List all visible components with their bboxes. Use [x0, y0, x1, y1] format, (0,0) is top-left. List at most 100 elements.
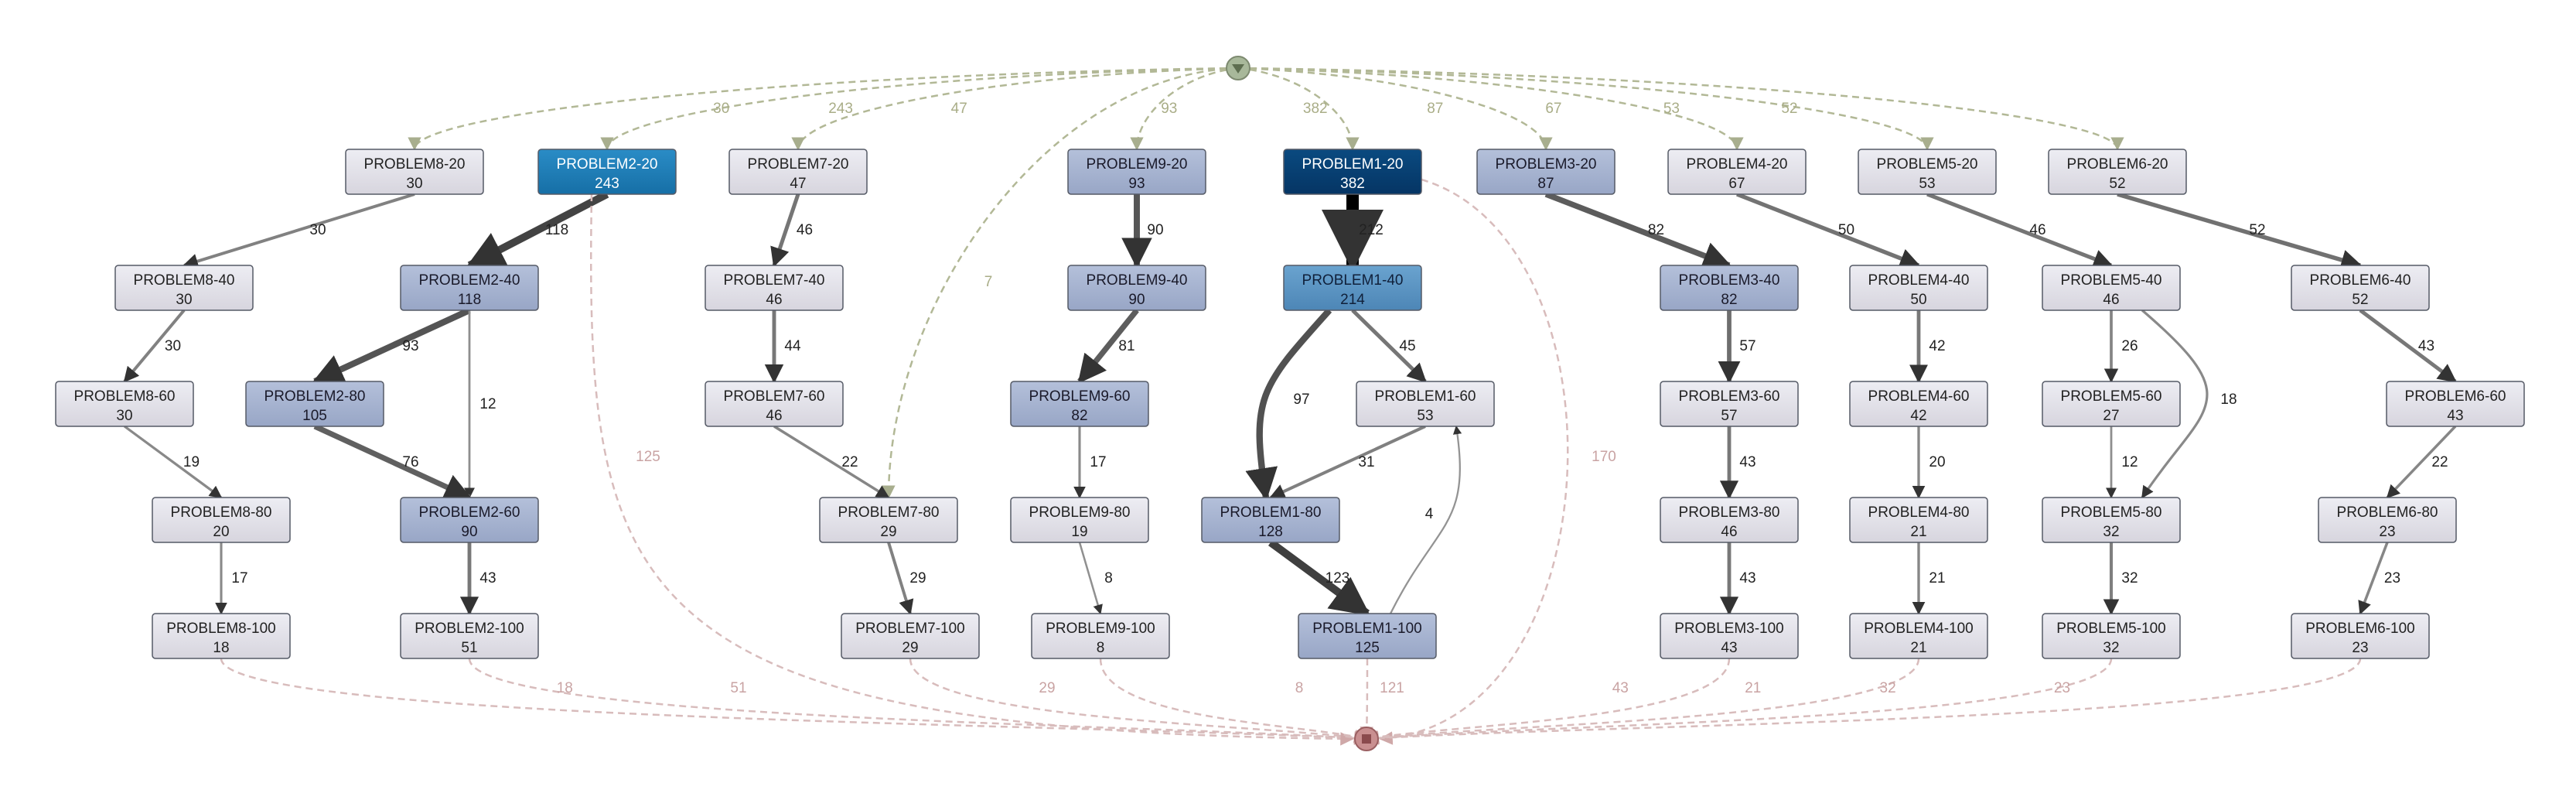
activity-count: 43	[2447, 408, 2463, 424]
edge-label: 29	[1039, 680, 1055, 696]
edge-label: 46	[797, 222, 813, 238]
edge-label: 20	[1929, 454, 1945, 470]
activity-count: 46	[1721, 524, 1737, 540]
edge-p2-100-to-end	[468, 658, 1368, 745]
activity-node-p8-100[interactable]: PROBLEM8-100 18	[152, 613, 291, 659]
activity-name: PROBLEM6-40	[2310, 272, 2411, 289]
activity-node-box	[1010, 381, 1149, 427]
activity-count: 87	[1537, 176, 1554, 192]
activity-count: 20	[213, 524, 229, 540]
edge-label: 43	[2418, 338, 2434, 354]
activity-name: PROBLEM5-100	[2056, 621, 2166, 637]
activity-node-box	[1067, 265, 1206, 311]
activity-name: PROBLEM5-60	[2061, 388, 2162, 405]
edge-p5-100-to-end	[1365, 658, 2113, 745]
edge-label: 22	[841, 454, 858, 470]
start-node[interactable]	[1226, 56, 1250, 80]
activity-name: PROBLEM4-100	[1864, 621, 1974, 637]
activity-name: PROBLEM1-100	[1312, 621, 1422, 637]
edge-label: 170	[1592, 449, 1616, 465]
activity-node-box	[1660, 381, 1799, 427]
activity-name: PROBLEM6-60	[2405, 388, 2506, 405]
activity-node-box	[1849, 613, 1988, 659]
activity-node-box	[1067, 149, 1206, 195]
activity-count: 18	[213, 640, 229, 656]
edge-p4-100-to-end	[1365, 658, 1920, 744]
activity-count: 214	[1340, 292, 1365, 308]
activity-node-box	[114, 265, 254, 311]
edge-label: 125	[636, 449, 660, 465]
activity-name: PROBLEM8-100	[166, 621, 276, 637]
edge-label: 43	[1739, 454, 1755, 470]
edge-label: 118	[545, 222, 568, 238]
activity-name: PROBLEM6-20	[2067, 156, 2168, 173]
activity-node-p6-60[interactable]: PROBLEM6-60 43	[2386, 381, 2525, 427]
edge-p6-20-to-p6-40	[2117, 192, 2363, 271]
edge-p9-100-to-end	[1099, 658, 1368, 743]
edge-label: 4	[1425, 506, 1434, 522]
activity-count: 125	[1355, 640, 1380, 656]
activity-node-box	[1667, 149, 1807, 195]
activity-node-box	[1201, 497, 1340, 543]
activity-name: PROBLEM2-100	[415, 621, 524, 637]
activity-count: 90	[1128, 292, 1145, 308]
activity-name: PROBLEM6-100	[2305, 621, 2415, 637]
activity-name: PROBLEM9-100	[1046, 621, 1155, 637]
edge-p4-20-to-p4-40	[1736, 192, 1921, 268]
activity-name: PROBLEM7-20	[748, 156, 849, 173]
activity-node-box	[841, 613, 980, 659]
end-node[interactable]	[1354, 727, 1379, 751]
activity-name: PROBLEM7-80	[838, 504, 940, 521]
activity-node-box	[1849, 381, 1988, 427]
activity-node-box	[1283, 149, 1422, 195]
activity-node-p1-100[interactable]: PROBLEM1-100 125	[1298, 613, 1437, 659]
edge-label: 18	[557, 680, 573, 696]
activity-node-box	[2318, 497, 2457, 543]
activity-node-box	[728, 149, 868, 195]
